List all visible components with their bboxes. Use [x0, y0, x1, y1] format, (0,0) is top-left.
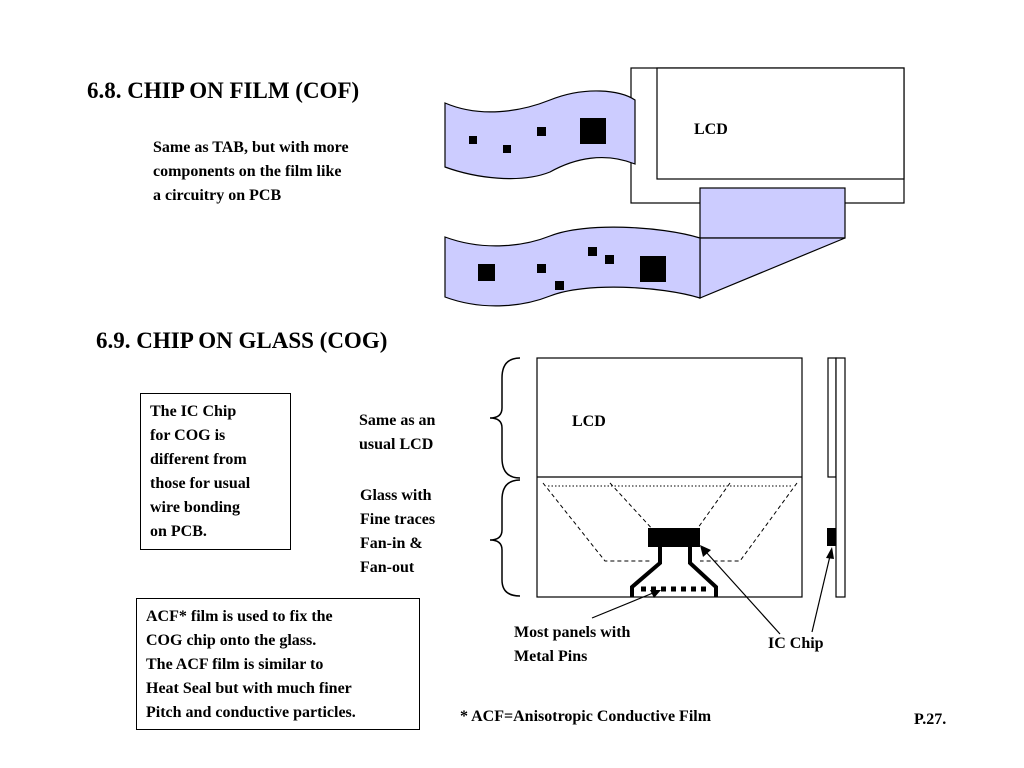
film-component — [478, 264, 495, 281]
glass-line: Fine traces — [360, 511, 436, 528]
cof-diagram: LCD — [444, 67, 905, 307]
film-component — [605, 255, 614, 264]
cog-diagram: LCD IC Chip — [489, 357, 846, 652]
acf-note-line: COG chip onto the glass. — [146, 632, 317, 649]
metal-pins-label: Most panels with Metal Pins — [514, 621, 630, 669]
cof-description-line: components on the film like — [153, 163, 342, 180]
metal-pins-arrowhead — [650, 590, 661, 598]
film-bend — [699, 237, 846, 299]
glass-brace — [489, 479, 521, 597]
cof-title: 6.8. CHIP ON FILM (COF) — [87, 78, 360, 103]
film-component — [555, 281, 564, 290]
acf-footnote: * ACF=Anisotropic Conductive Film — [460, 708, 712, 725]
cog-title: 6.9. CHIP ON GLASS (COG) — [96, 328, 388, 353]
page-number: P.27. — [914, 711, 947, 728]
ic-chip-arrowhead — [700, 545, 711, 557]
lead-left — [630, 547, 662, 597]
same-as-lcd-label: Same as an usual LCD — [359, 409, 435, 457]
ic-note-line: The IC Chip — [150, 403, 237, 420]
ic-chip-note-box: The IC Chip for COG is different from th… — [140, 393, 291, 550]
glass-line: Glass with — [360, 487, 432, 504]
film-bond-area — [699, 187, 846, 239]
cof-description: Same as TAB, but with more components on… — [153, 136, 349, 208]
side-chip-arrow-line — [811, 555, 831, 633]
film-component — [537, 264, 546, 273]
side-view-back-glass — [835, 357, 846, 598]
film-component — [503, 145, 511, 153]
glass-line: Fan-in & — [360, 535, 423, 552]
ic-chip-label: IC Chip — [768, 635, 824, 652]
fan-trace-right-inner — [694, 482, 731, 533]
ic-note-line: different from — [150, 451, 247, 468]
acf-note-line: ACF* film is used to fix the — [146, 608, 333, 625]
film-ic-chip — [640, 256, 666, 282]
fan-trace-left-outer — [542, 482, 650, 562]
ic-note-line: for COG is — [150, 427, 226, 444]
side-view-lcd-glass — [827, 357, 837, 478]
acf-note-line: The ACF film is similar to — [146, 656, 324, 673]
cof-description-line: Same as TAB, but with more — [153, 139, 349, 156]
lead-right — [688, 547, 718, 597]
same-as-line: usual LCD — [359, 436, 434, 453]
glass-line: Fan-out — [360, 559, 415, 576]
acf-note-line: Pitch and conductive particles. — [146, 704, 356, 721]
ic-note-line: wire bonding — [150, 499, 240, 516]
cof-lcd-label: LCD — [694, 121, 728, 138]
same-as-line: Same as an — [359, 412, 436, 429]
cof-description-line: a circuitry on PCB — [153, 187, 282, 204]
acf-note-box: ACF* film is used to fix the COG chip on… — [136, 598, 420, 730]
cog-lcd-label: LCD — [572, 413, 606, 430]
cog-ic-chip — [648, 528, 700, 547]
ic-note-line: those for usual — [150, 475, 251, 492]
lcd-brace — [489, 357, 521, 479]
side-view-ic-chip — [827, 528, 836, 546]
side-chip-arrowhead — [826, 547, 834, 559]
ic-note-line: on PCB. — [150, 523, 207, 540]
film-ic-chip — [580, 118, 606, 144]
bottom-flexible-film — [444, 226, 701, 307]
film-component — [537, 127, 546, 136]
acf-note-line: Heat Seal but with much finer — [146, 680, 352, 697]
metal-pins-line: Metal Pins — [514, 648, 588, 665]
film-component — [588, 247, 597, 256]
film-component — [469, 136, 477, 144]
ic-chip-arrow-line — [705, 551, 781, 635]
metal-pins-arrow-line — [591, 592, 654, 619]
glass-traces-label: Glass with Fine traces Fan-in & Fan-out — [360, 484, 435, 580]
metal-pins-line: Most panels with — [514, 624, 631, 641]
lcd-front-glass — [656, 67, 905, 180]
